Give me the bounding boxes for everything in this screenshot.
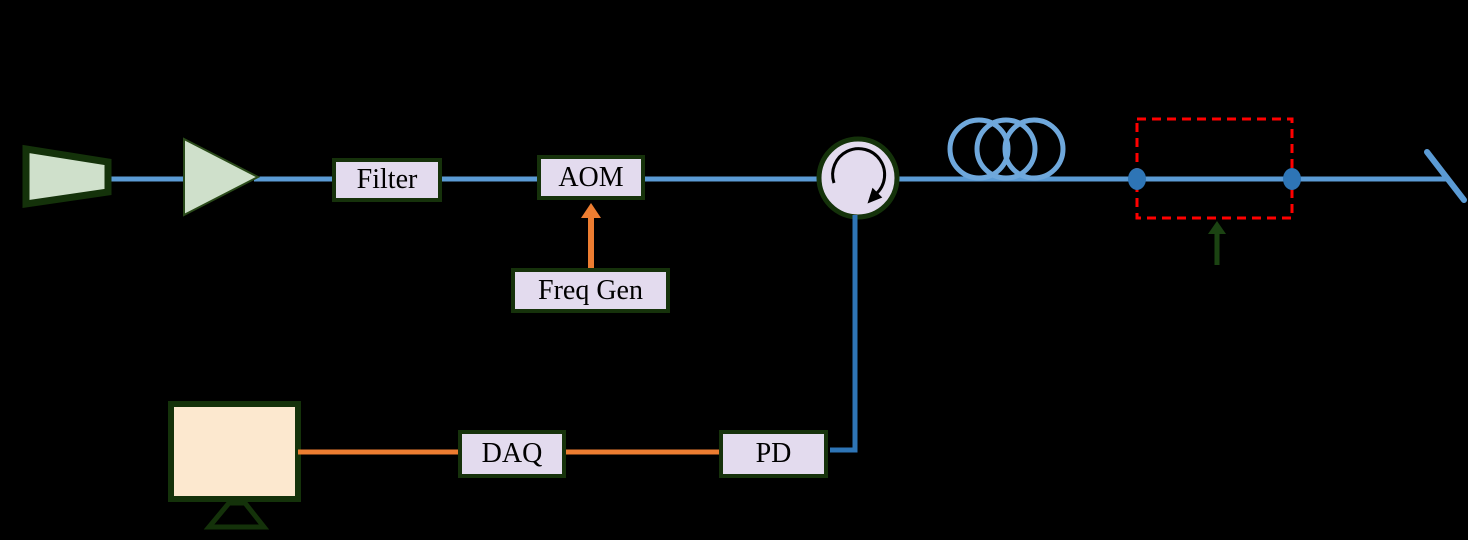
optical-amplifier-icon [183, 137, 261, 217]
computer-monitor-icon [168, 401, 301, 530]
angled-fiber-end-icon [1424, 149, 1467, 203]
filter-box: Filter [332, 158, 442, 202]
filter-label: Filter [356, 164, 418, 195]
laser-source-icon [22, 144, 112, 209]
rf-drive-arrow-icon [581, 203, 601, 268]
freq-gen-box: Freq Gen [511, 268, 670, 313]
circulator-icon [816, 136, 900, 220]
daq-label: DAQ [481, 438, 543, 469]
fiber-connector-dot-left [1128, 168, 1146, 190]
daq-box: DAQ [458, 430, 566, 478]
sensing-region-dashed-box [1135, 117, 1294, 220]
detection-line [830, 215, 858, 453]
pointer-arrow-icon [1208, 221, 1226, 265]
aom-label: AOM [558, 161, 624, 193]
fiber-coil-icon [947, 117, 1066, 181]
aom-box: AOM [537, 155, 645, 200]
fiber-connector-dot-right [1283, 168, 1301, 190]
pd-label: PD [755, 438, 792, 469]
pd-box: PD [719, 430, 828, 478]
freq-gen-label: Freq Gen [538, 274, 643, 306]
